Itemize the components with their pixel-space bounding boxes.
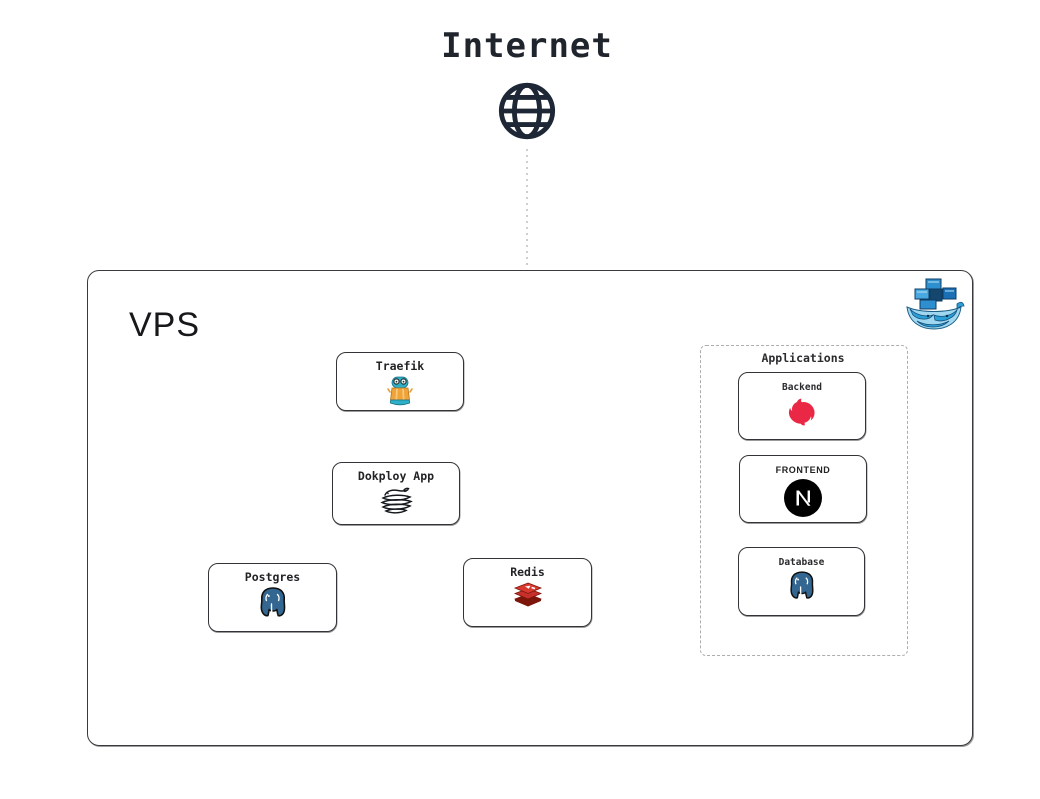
postgresql-elephant-icon — [258, 587, 288, 621]
node-dokploy[interactable]: Dokploy App — [332, 462, 460, 525]
node-backend[interactable]: Backend — [738, 372, 866, 440]
vps-label: VPS — [129, 306, 201, 344]
node-traefik[interactable]: Traefik — [336, 352, 464, 411]
node-redis[interactable]: Redis — [463, 558, 592, 627]
postgresql-elephant-icon — [788, 571, 816, 603]
traefik-label: Traefik — [375, 359, 425, 373]
nextjs-icon — [783, 478, 823, 518]
backend-label: Backend — [781, 382, 823, 393]
frontend-label: FRONTEND — [775, 465, 831, 475]
node-database[interactable]: Database — [738, 547, 865, 616]
redis-stack-icon — [513, 582, 543, 610]
database-label: Database — [778, 557, 825, 568]
docker-logo — [903, 276, 965, 332]
nestjs-icon — [786, 396, 818, 426]
node-postgres[interactable]: Postgres — [208, 563, 337, 632]
internet-title: Internet — [441, 26, 613, 66]
node-frontend[interactable]: FRONTEND — [739, 455, 867, 523]
applications-group — [700, 345, 908, 656]
globe-icon — [496, 80, 558, 142]
traefik-mascot-icon — [387, 376, 413, 406]
dokploy-whale-icon — [377, 486, 415, 514]
applications-label: Applications — [761, 351, 845, 365]
redis-label: Redis — [510, 565, 545, 579]
dokploy-label: Dokploy App — [357, 469, 435, 483]
postgres-label: Postgres — [244, 570, 301, 584]
